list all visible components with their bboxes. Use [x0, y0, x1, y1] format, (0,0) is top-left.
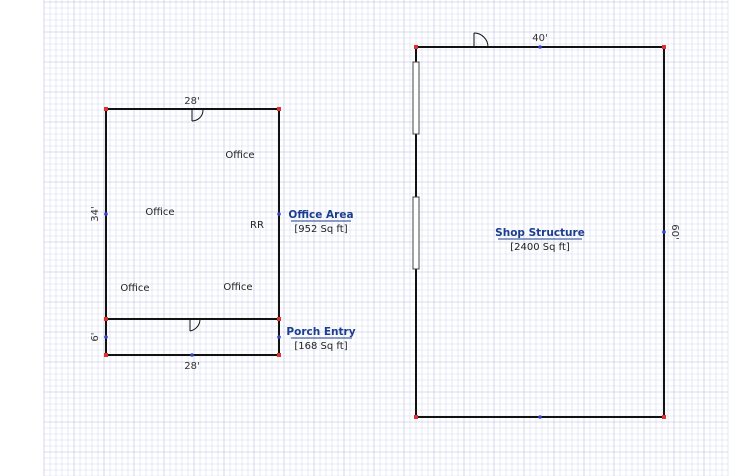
room-label-office-bottom-left: Office — [120, 283, 149, 294]
room-label-office-top-right: Office — [225, 150, 254, 161]
room-label-office-left: Office — [145, 207, 174, 218]
office-dim-bottom: 28' — [184, 361, 199, 372]
shop-corner-markers — [414, 45, 666, 419]
porch-entry-size: [168 Sq ft] — [294, 341, 347, 352]
office-midpoint-markers — [104, 212, 281, 357]
office-top-door[interactable] — [191, 109, 204, 122]
shop-dim-top: 40' — [532, 33, 547, 44]
grid-lines — [43, 0, 729, 476]
shop-structure-size: [2400 Sq ft] — [510, 242, 570, 253]
porch-dim-left: 6' — [90, 332, 101, 341]
office-dim-top: 28' — [184, 96, 199, 107]
shop-building[interactable]: 40' 60' Shop Structure [2400 Sq ft] — [412, 32, 680, 419]
shop-structure-title[interactable]: Shop Structure — [495, 227, 585, 239]
porch-door[interactable] — [189, 318, 201, 332]
office-area-size: [952 Sq ft] — [294, 224, 347, 235]
room-label-office-bottom-right: Office — [223, 282, 252, 293]
office-building[interactable]: 28' 28' 34' 6' Office Office Office Offi… — [90, 96, 356, 372]
office-dim-left: 34' — [90, 206, 101, 221]
shop-window-upper[interactable] — [412, 61, 420, 135]
shop-dim-right: 60' — [669, 224, 680, 239]
office-area-title[interactable]: Office Area — [288, 209, 353, 221]
shop-midpoint-markers — [538, 45, 666, 419]
shop-window-lower[interactable] — [412, 196, 420, 270]
office-corner-markers — [104, 107, 281, 357]
porch-entry-title[interactable]: Porch Entry — [286, 326, 355, 338]
shop-top-door[interactable] — [473, 32, 489, 48]
room-label-restroom: RR — [250, 220, 264, 231]
